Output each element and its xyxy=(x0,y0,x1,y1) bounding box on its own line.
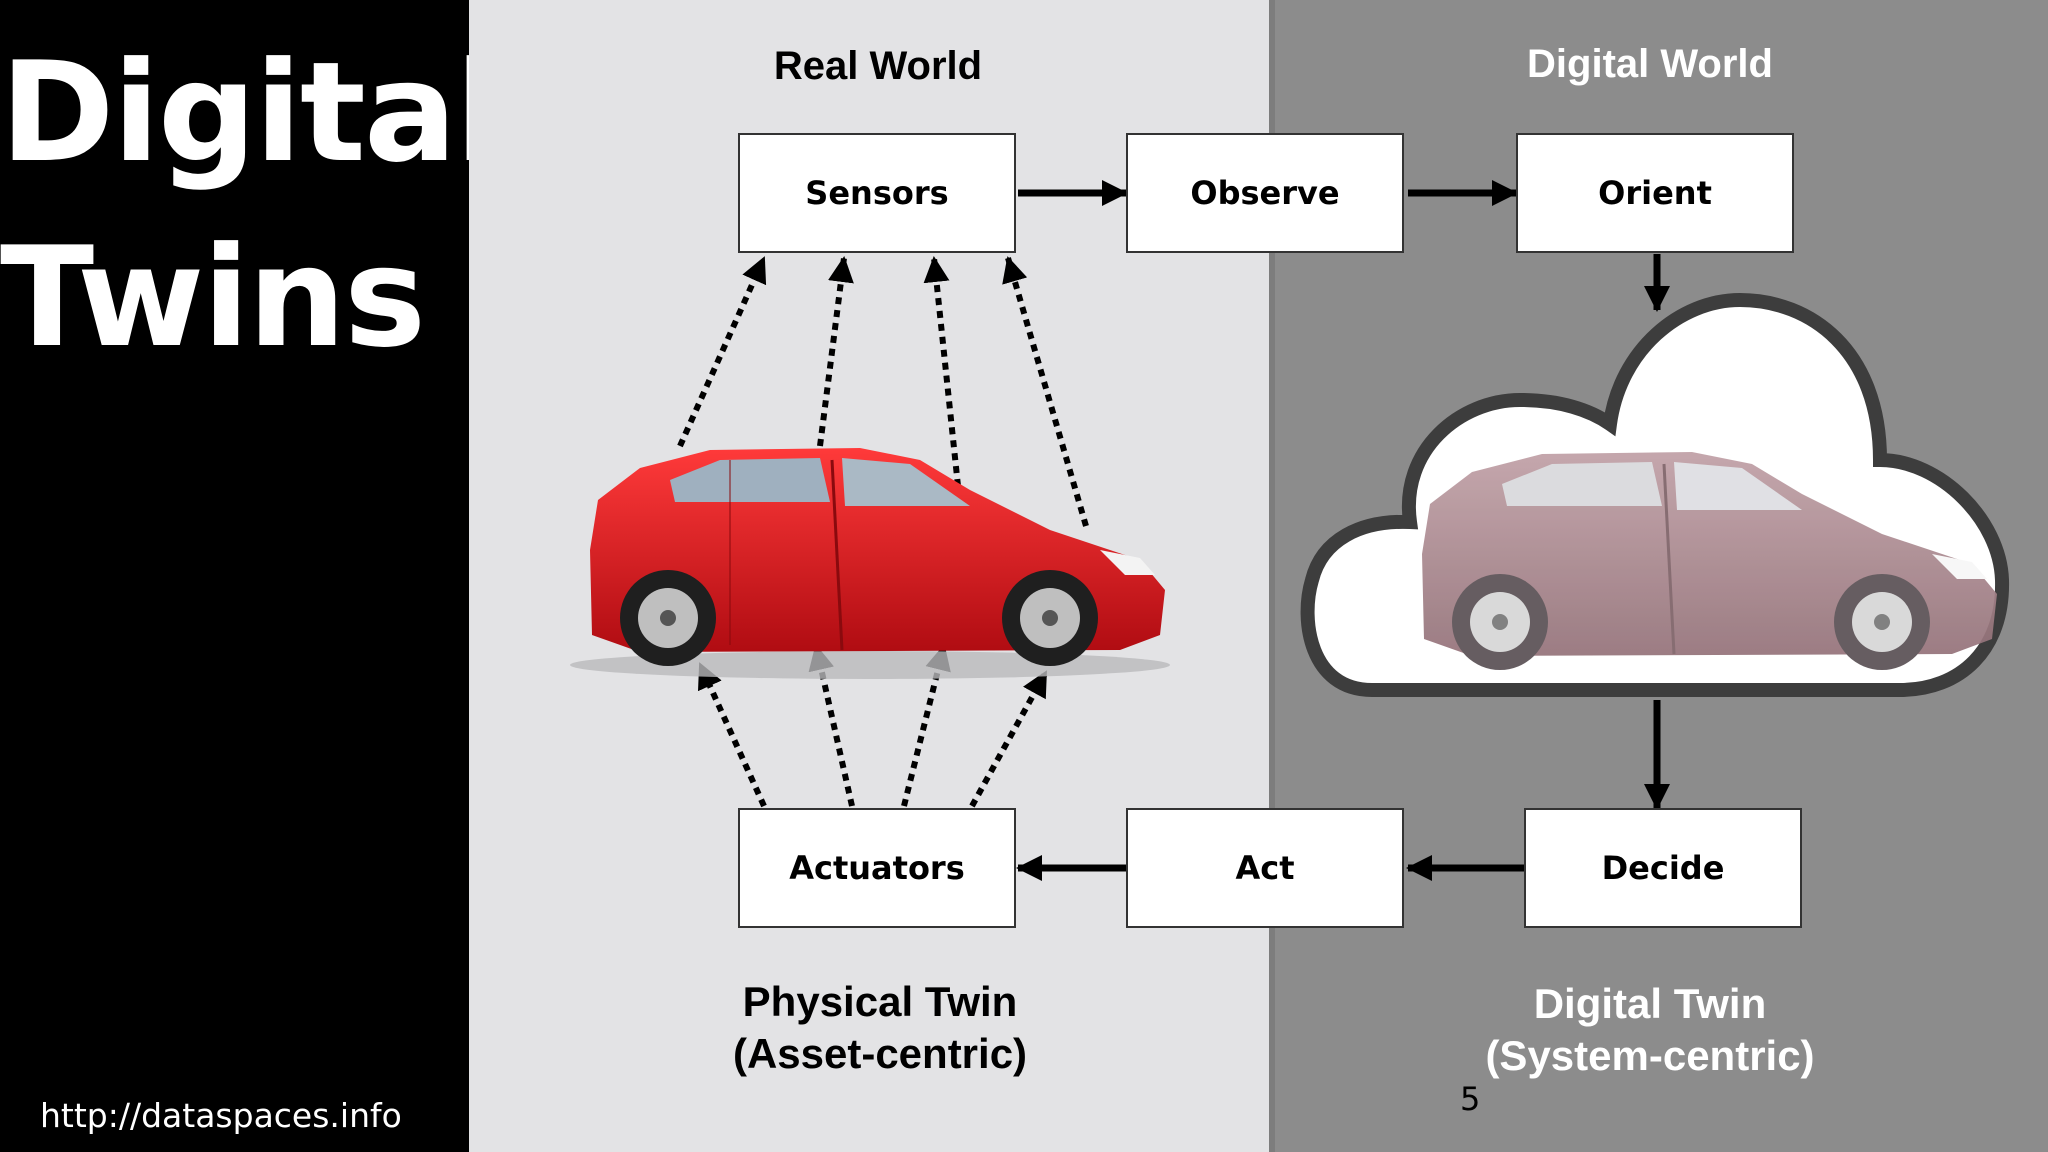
red-car-icon xyxy=(570,448,1170,679)
sensors-box: Sensors xyxy=(738,133,1016,253)
panel-divider xyxy=(1269,0,1275,1152)
digital-twin-line-1: Digital Twin xyxy=(1533,980,1767,1027)
flow-arrows xyxy=(1016,180,1670,881)
act-box: Act xyxy=(1126,808,1404,928)
digital-car-icon xyxy=(1422,452,1997,670)
slide-title: Digital Twins xyxy=(0,20,502,390)
physical-twin-line-1: Physical Twin xyxy=(742,978,1018,1025)
digital-twin-caption: Digital Twin (System-centric) xyxy=(1450,978,1850,1082)
real-world-heading: Real World xyxy=(773,44,983,88)
title-line-1: Digital xyxy=(0,32,502,193)
source-url: http://dataspaces.info xyxy=(40,1096,402,1135)
title-line-2: Twins xyxy=(0,217,426,378)
physical-twin-line-2: (Asset-centric) xyxy=(732,1030,1028,1077)
physical-twin-caption: Physical Twin (Asset-centric) xyxy=(680,976,1080,1080)
page-number: 5 xyxy=(1460,1080,1481,1118)
decide-box: Decide xyxy=(1524,808,1802,928)
observe-box: Observe xyxy=(1126,133,1404,253)
actuators-box: Actuators xyxy=(738,808,1016,928)
orient-box: Orient xyxy=(1516,133,1794,253)
sidebar: Digital Twins http://dataspaces.info xyxy=(0,0,502,1152)
digital-world-heading: Digital World xyxy=(1527,42,1773,86)
sensor-dotted-arrows xyxy=(677,256,1089,527)
digital-twin-line-2: (System-centric) xyxy=(1485,1032,1815,1079)
